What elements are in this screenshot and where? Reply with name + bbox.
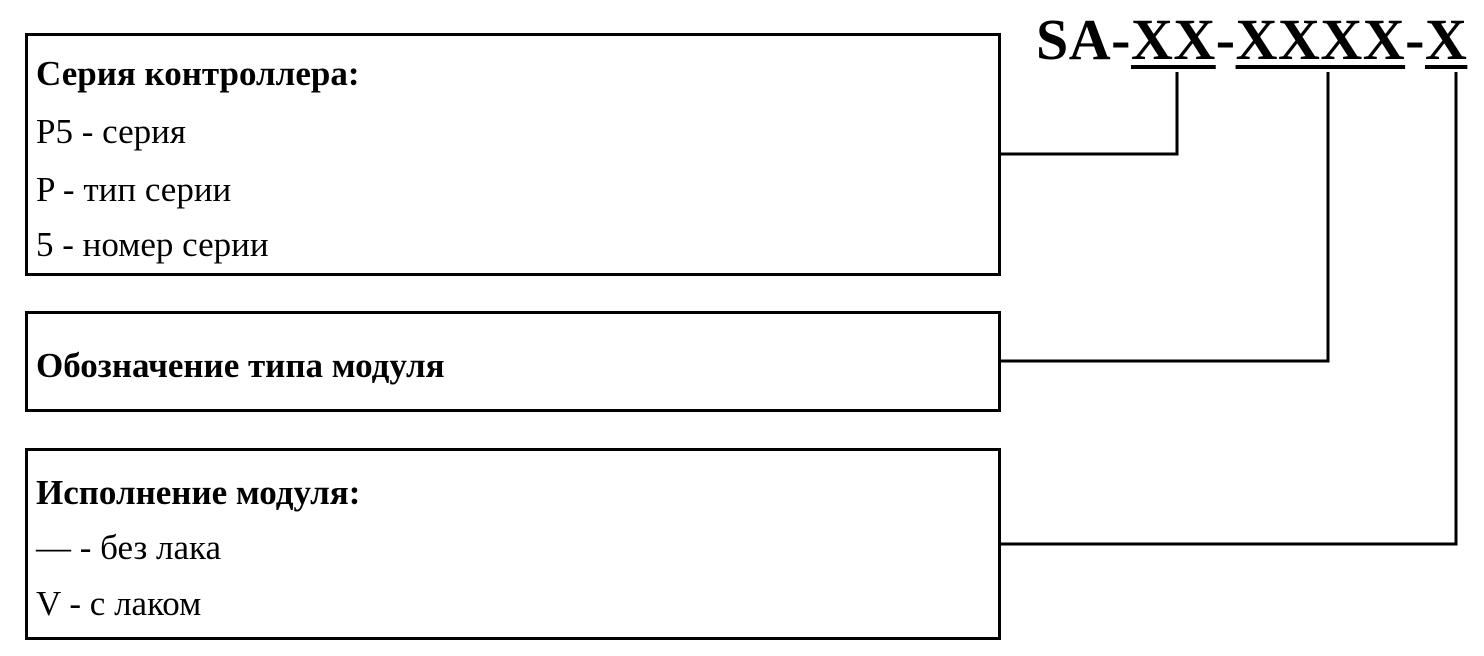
code-segment-module-type: XXXX: [1235, 7, 1406, 72]
code-segment-execution: X: [1424, 7, 1468, 72]
code-separator-2: -: [1405, 7, 1425, 72]
code-prefix: SA-: [1036, 7, 1131, 72]
series-box: Серия контроллера: P5 - серия P - тип се…: [25, 33, 1001, 276]
module-type-box: Обозначение типа модуля: [25, 311, 1001, 412]
model-code: SA-XX-XXXX-X: [1036, 8, 1467, 72]
series-title: Серия контроллера:: [36, 54, 360, 93]
series-line-3: 5 - номер серии: [36, 225, 269, 264]
execution-box: Исполнение модуля: — - без лака V - с ла…: [25, 448, 1001, 640]
execution-line-1: — - без лака: [36, 528, 222, 567]
execution-title: Исполнение модуля:: [36, 473, 361, 512]
series-line-1: P5 - серия: [36, 112, 186, 151]
connector-execution: [1001, 72, 1458, 546]
connector-series: [1001, 72, 1179, 156]
code-segment-series: XX: [1130, 7, 1216, 72]
series-line-2: P - тип серии: [36, 170, 232, 209]
connector-module-type: [1001, 72, 1330, 363]
module-type-title: Обозначение типа модуля: [36, 346, 445, 385]
execution-line-2: V - с лаком: [36, 584, 202, 623]
code-separator-1: -: [1215, 7, 1236, 72]
